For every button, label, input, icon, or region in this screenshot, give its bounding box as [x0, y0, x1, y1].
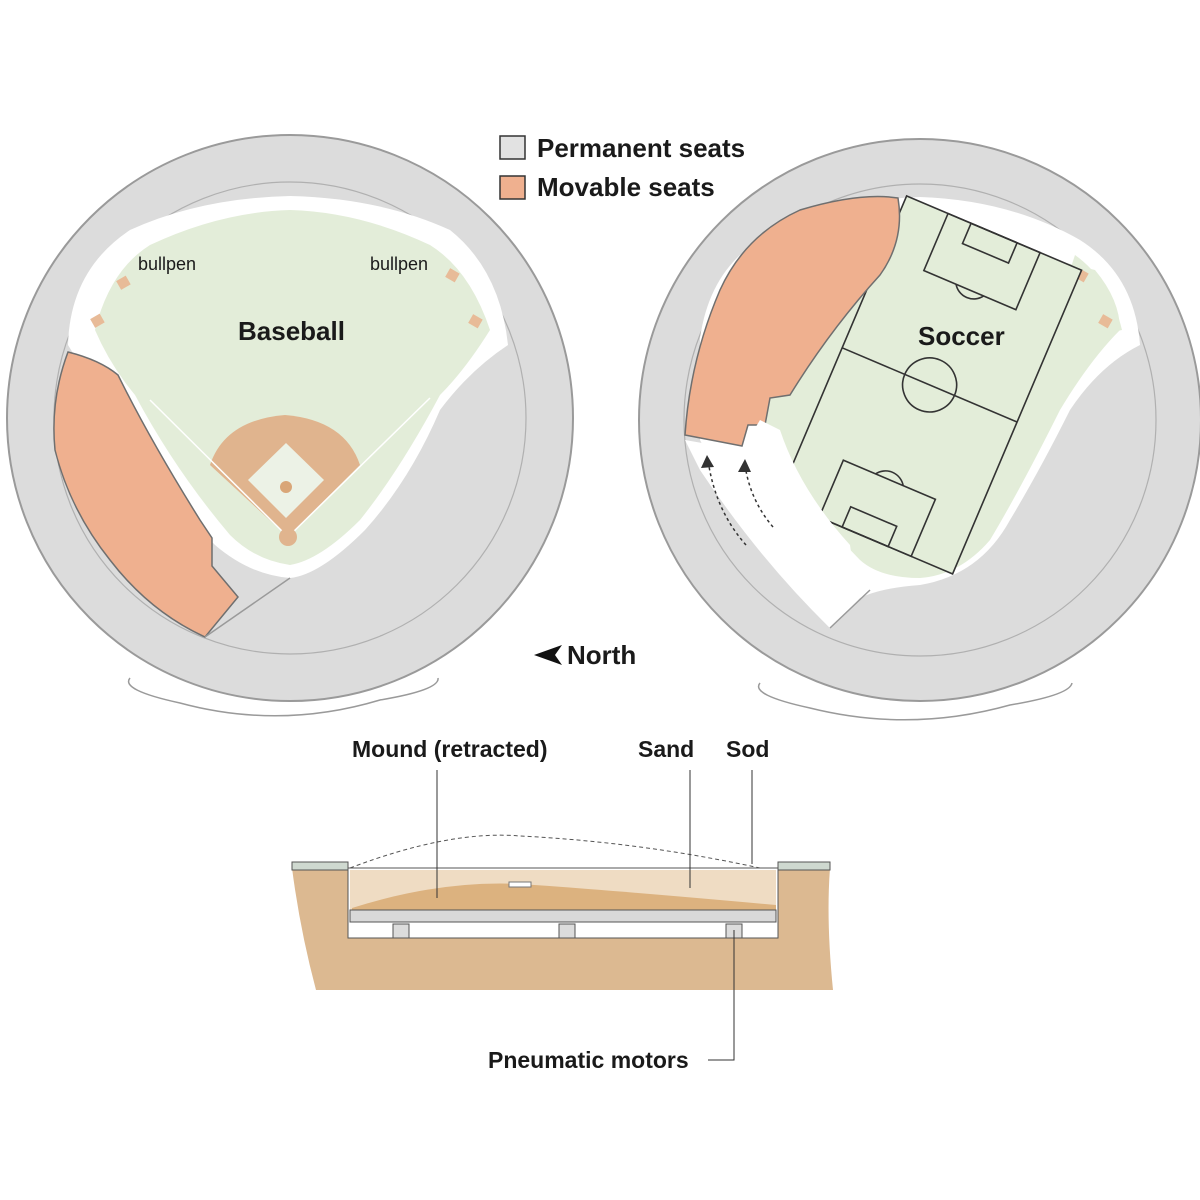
pitch-center-circle	[901, 357, 958, 413]
movement-arrow-1	[707, 459, 747, 546]
pneumatic-motor-1	[392, 923, 410, 939]
seat-gap-area	[685, 420, 858, 628]
pitch-halfway-line	[841, 347, 1018, 423]
pneumatic-motor-2	[558, 923, 576, 939]
bullpen-mound-soccer-2	[1098, 314, 1113, 329]
third-base-line	[149, 399, 289, 538]
legend-permanent-label: Permanent seats	[537, 133, 745, 163]
first-base-line	[287, 397, 431, 538]
motors-leader-line	[708, 930, 735, 1061]
mound-label: Mound (retracted)	[352, 736, 548, 762]
pitch-penalty-arc-top	[955, 284, 985, 300]
sand-label: Sand	[638, 736, 694, 762]
baseball-label: Baseball	[238, 316, 345, 346]
motors-label: Pneumatic motors	[488, 1047, 689, 1073]
legend-movable-swatch	[499, 175, 526, 200]
bullpen-mound-right-2	[468, 314, 483, 329]
home-plate-circle	[279, 528, 297, 546]
movable-seats-soccer	[684, 195, 901, 447]
bullpen-label-right: bullpen	[370, 254, 428, 274]
legend-permanent-swatch	[499, 135, 526, 160]
sod-layer-left	[291, 861, 349, 871]
bullpen-label-left: bullpen	[138, 254, 196, 274]
soccer-label: Soccer	[918, 321, 1005, 351]
bullpen-mound-left-1	[116, 275, 131, 290]
infield-grass	[248, 443, 324, 518]
pitch-penalty-arc-bottom	[875, 470, 904, 486]
pitch-goal-box-bottom	[841, 505, 898, 548]
cross-section: Mound (retracted) Sand Sod Pneumatic mot…	[291, 736, 833, 1073]
outfield-grass	[95, 210, 490, 565]
concourse-ring-line-soccer	[683, 183, 1157, 657]
movable-seats-baseball	[53, 351, 239, 638]
movement-arrow-head-2	[738, 459, 751, 472]
seat-divider-line-soccer	[829, 589, 871, 629]
movement-arrow-head-1	[701, 455, 714, 468]
bullpen-mound-left-2	[90, 313, 105, 328]
sod-layer-right	[777, 861, 831, 871]
soccer-stadium: Soccer	[638, 138, 1200, 721]
north-compass: North	[534, 640, 636, 670]
mound-retracted-shape	[352, 883, 776, 910]
north-arrow-icon	[534, 645, 562, 665]
pitchers-mound	[280, 481, 292, 493]
mound-raised-outline	[349, 834, 761, 869]
sod-label: Sod	[726, 736, 769, 762]
pitch-goal-box-top	[961, 222, 1019, 265]
bullpen-mound-right-1	[445, 268, 460, 283]
mound-plate	[508, 881, 532, 888]
seat-divider-line	[204, 577, 291, 638]
lift-platform	[349, 909, 777, 923]
legend: Permanent seats Movable seats	[499, 133, 745, 202]
north-label: North	[567, 640, 636, 670]
soccer-pitch	[776, 194, 1083, 575]
baseball-stadium: Baseball bullpen bullpen	[6, 134, 574, 717]
legend-movable-label: Movable seats	[537, 172, 715, 202]
